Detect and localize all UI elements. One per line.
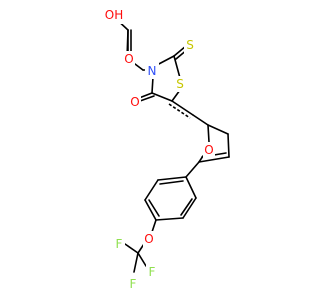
bond-b6-b1 — [157, 176, 187, 181]
bond-b1-b2 — [185, 176, 197, 199]
bond-c5-ch-2 — [168, 103, 191, 119]
atom-s-ring: S — [176, 77, 184, 91]
atom-n: N — [148, 64, 157, 78]
bond-c5-c4 — [151, 92, 173, 102]
atom-o-ether: O — [144, 232, 153, 246]
atom-o-carbonyl-ring: O — [130, 95, 139, 109]
bond-b4-b5 — [144, 199, 157, 221]
atom-f-top-left: F — [116, 237, 123, 251]
bond-c-f-b — [133, 252, 139, 273]
bond-f5-o — [198, 155, 204, 163]
bond-ch-furan — [192, 114, 209, 126]
bond-c5-ch-1 — [171, 100, 194, 116]
bond-f4-f5 — [198, 156, 230, 163]
bond-f2-o — [207, 124, 210, 143]
bond-b2-b3-inner — [180, 198, 193, 216]
bond-c4-o-2 — [139, 95, 155, 102]
bond-furan-phenyl — [185, 161, 200, 178]
bond-c4-n — [151, 76, 154, 94]
bond-b5-b6 — [144, 179, 159, 201]
bond-c2-s-ring — [173, 55, 181, 79]
bond-b2-b3 — [182, 197, 197, 219]
bond-b6-b1-inner — [159, 180, 184, 185]
atom-f-top-right: F — [149, 265, 156, 279]
bond-b4-b5-inner — [148, 199, 160, 217]
bond-c-f-tr — [137, 252, 147, 267]
molecule-structure: OH O N S S O O O F F F — [103, 6, 230, 292]
bond-f2-f3 — [207, 124, 229, 135]
atom-s-thione: S — [186, 38, 194, 52]
bond-b3-b4 — [155, 217, 184, 221]
bonds — [113, 16, 230, 273]
atom-oh: OH — [105, 8, 123, 22]
bond-f3-f4 — [227, 133, 230, 158]
atom-o-furan: O — [204, 143, 213, 157]
atom-labels: OH O N S S O O O F F F — [103, 6, 215, 292]
bond-c4-o-1 — [138, 92, 153, 99]
atom-o-carbonyl-acid: O — [124, 52, 133, 66]
bond-c-f-tl — [124, 243, 139, 254]
atom-f-bottom: F — [130, 277, 137, 291]
